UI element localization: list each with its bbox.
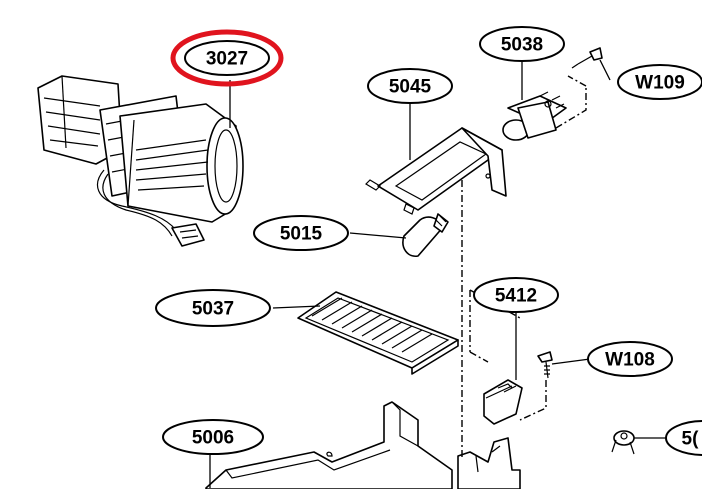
screw-w109 — [571, 47, 603, 69]
highlight-ring — [170, 29, 284, 87]
callout-oval — [367, 68, 453, 104]
callout-oval — [665, 420, 702, 456]
callout-5006[interactable]: 5006 — [162, 419, 264, 455]
callout-label: 5006 — [192, 428, 234, 449]
callout-label: 5( — [682, 429, 700, 450]
lamp-bracket — [365, 127, 507, 215]
callout-5412[interactable]: 5412 — [473, 277, 559, 313]
callout-5037[interactable]: 5037 — [155, 289, 271, 327]
fan-motor-assembly — [37, 75, 244, 247]
callout-oval — [253, 215, 349, 251]
callout-5038[interactable]: 5038 — [479, 26, 565, 62]
callout-oval — [479, 26, 565, 62]
callout-oval — [617, 64, 702, 100]
callout-label: 5037 — [192, 299, 234, 320]
callout-W109[interactable]: W109 — [617, 64, 702, 100]
assembly-lines — [461, 75, 587, 460]
callout-oval — [587, 341, 673, 377]
lamp-socket — [502, 91, 567, 141]
callout-oval — [162, 419, 264, 455]
callout-oval — [473, 277, 559, 313]
callout-3027[interactable]: 3027 — [170, 29, 284, 87]
callout-label: 3027 — [206, 49, 248, 70]
callout-label: 5412 — [495, 286, 537, 307]
callout-label: 5015 — [280, 224, 323, 245]
lamp-bulb — [402, 213, 449, 258]
callout-oval — [155, 289, 271, 327]
screw-w108 — [537, 351, 553, 379]
callout-5045[interactable]: 5045 — [367, 68, 453, 104]
callout-label: 5045 — [389, 77, 432, 98]
callout-W108[interactable]: W108 — [587, 341, 673, 377]
grease-filter — [297, 291, 459, 375]
callout-5015[interactable]: 5015 — [253, 215, 349, 251]
callout-label: 5038 — [501, 35, 543, 56]
leader-lines — [209, 59, 668, 488]
base-plate — [205, 401, 521, 489]
callout-label: W108 — [605, 350, 655, 371]
door-switch — [483, 379, 523, 425]
callout-label: W109 — [635, 73, 685, 94]
thermostat — [611, 430, 635, 455]
callout-oval — [184, 40, 270, 76]
callout-partial[interactable]: 5( — [665, 420, 702, 456]
